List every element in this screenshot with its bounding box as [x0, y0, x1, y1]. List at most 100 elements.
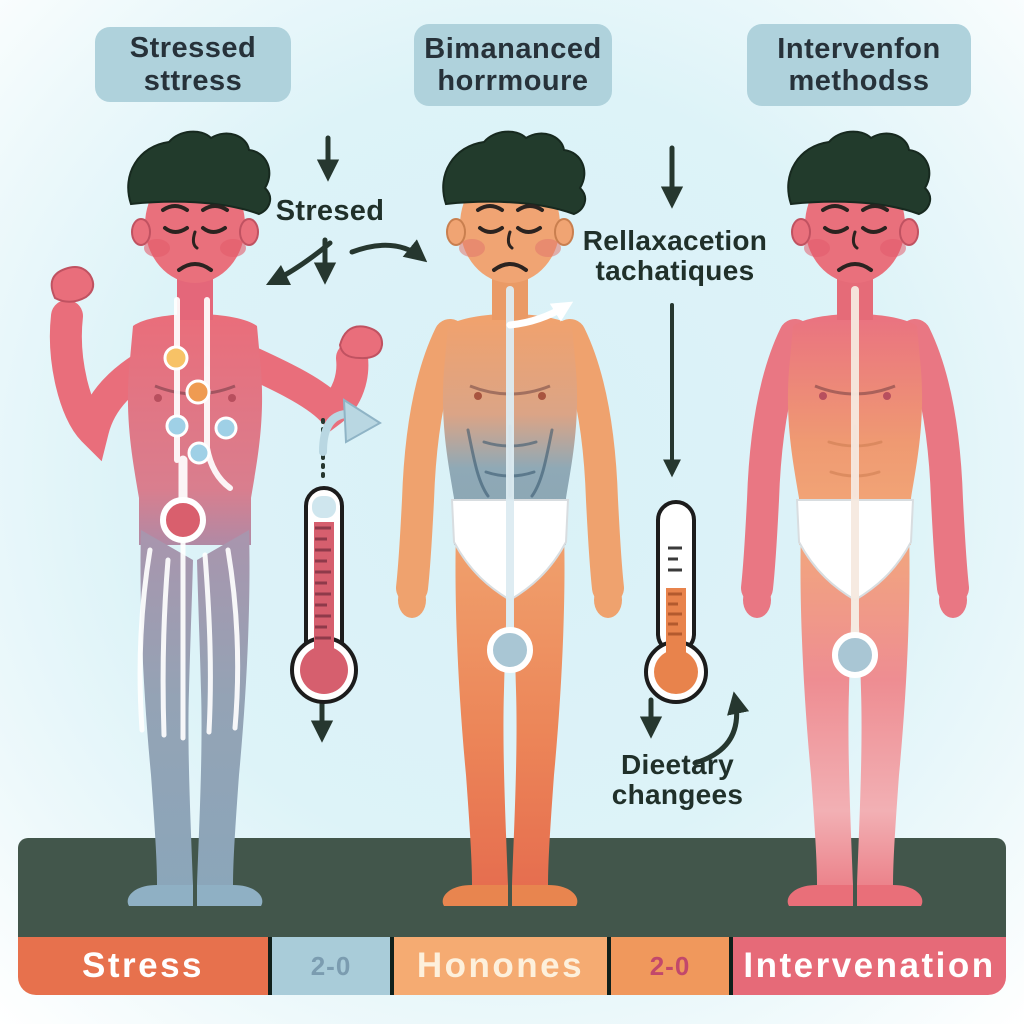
left-leg: [455, 530, 508, 885]
nipple: [883, 392, 891, 400]
blush: [220, 239, 246, 257]
nipple: [474, 392, 482, 400]
legend-label: 2-0: [310, 950, 352, 981]
hormone-pathway: [487, 286, 574, 673]
right-leg: [512, 530, 565, 885]
annotation-text: Dieetary: [621, 749, 734, 780]
eyebrow: [821, 204, 849, 212]
header-intervention: Intervenfon methodss: [747, 24, 971, 106]
legend-label: Honones: [416, 946, 585, 985]
header-line: methodss: [788, 65, 930, 97]
ear: [239, 218, 259, 246]
left-arm: [741, 319, 811, 618]
eyebrow: [476, 204, 504, 212]
right-hand: [594, 582, 622, 618]
pelvic-gland: [832, 632, 878, 678]
orb: [185, 379, 211, 405]
header-line: sttress: [143, 64, 243, 97]
white-up-arrow: [506, 301, 574, 329]
annotation-text: Stresed: [275, 195, 385, 227]
annotation-text: changees: [611, 779, 744, 811]
right-arm: [899, 319, 969, 618]
closed-eye: [201, 226, 227, 234]
closed-eye: [861, 226, 887, 234]
left-hand: [50, 266, 95, 303]
sad-face: [161, 204, 229, 272]
sad-face: [821, 204, 889, 272]
thermometer-ticks: [668, 592, 682, 636]
annotation-relaxation: Rellaxacetion tachatiques: [575, 225, 775, 287]
pelvic-gland: [160, 497, 206, 543]
header-line: Bimananced: [424, 32, 602, 65]
left-foot: [127, 885, 193, 906]
right-arm: [554, 319, 624, 618]
ear: [791, 218, 811, 246]
closed-eye: [163, 226, 189, 234]
blush: [880, 239, 906, 257]
figure-balanced-man: [350, 130, 670, 930]
annotation-stressed: Stresed: [250, 195, 410, 227]
left-hand: [743, 582, 771, 618]
header-line: horrmoure: [437, 65, 589, 97]
blush: [535, 239, 561, 257]
gland-orbs: [160, 345, 238, 543]
blush: [459, 239, 485, 257]
hormone-pathway: [832, 286, 878, 678]
header-balanced: Bimananced horrmoure: [414, 24, 612, 106]
hair: [127, 130, 272, 216]
ear: [131, 218, 151, 246]
eyebrow: [201, 204, 229, 212]
legend-segment-hormones: Honones: [390, 937, 607, 995]
left-foot: [787, 885, 853, 906]
orb: [165, 414, 189, 438]
nose: [191, 230, 199, 250]
figure-stressed-man: [0, 130, 390, 930]
sad-face: [476, 204, 544, 272]
right-arm: [212, 325, 384, 432]
right-hand: [939, 582, 967, 618]
nipple: [538, 392, 546, 400]
legend-label: Intervenation: [743, 946, 996, 985]
left-hand: [398, 582, 426, 618]
annotation-text: Rellaxacetion: [582, 225, 768, 256]
frown-mouth: [492, 262, 528, 272]
right-foot: [857, 885, 923, 906]
eyebrow: [516, 204, 544, 212]
ear: [554, 218, 574, 246]
header-line: Intervenfon: [777, 32, 941, 65]
hair: [442, 130, 587, 216]
hair: [787, 130, 932, 216]
blush: [804, 239, 830, 257]
ear: [899, 218, 919, 246]
closed-eye: [478, 226, 504, 234]
right-foot: [512, 885, 578, 906]
hormone-pathways: [137, 297, 241, 741]
right-foot: [197, 885, 263, 906]
blush: [144, 239, 170, 257]
annotation-dietary: Dieetary changees: [580, 749, 775, 811]
header-stressed: Stressed sttress: [95, 27, 291, 102]
left-arm: [396, 319, 466, 618]
annotation-text: tachatiques: [595, 255, 755, 287]
nipple: [819, 392, 827, 400]
right-hand: [338, 325, 384, 360]
closed-eye: [516, 226, 542, 234]
header-line: Stressed: [129, 32, 257, 65]
ear: [446, 218, 466, 246]
frown-mouth: [837, 262, 873, 272]
figure-intervention-man: [695, 130, 1015, 930]
eyebrow: [861, 204, 889, 212]
frown-mouth: [177, 262, 213, 272]
legend-segment-stress: Stress: [18, 937, 268, 995]
legend-segment-score-2: 2-0: [607, 937, 729, 995]
pelvic-gland: [487, 627, 533, 673]
thermometer-ticks: [668, 546, 682, 572]
legend-label: 2-0: [649, 950, 691, 981]
orb: [187, 441, 211, 465]
nipple: [154, 394, 162, 402]
orb: [163, 345, 189, 371]
legend-bar: Stress 2-0 Honones 2-0 Intervenation: [18, 937, 1006, 995]
left-foot: [442, 885, 508, 906]
orb: [214, 416, 238, 440]
